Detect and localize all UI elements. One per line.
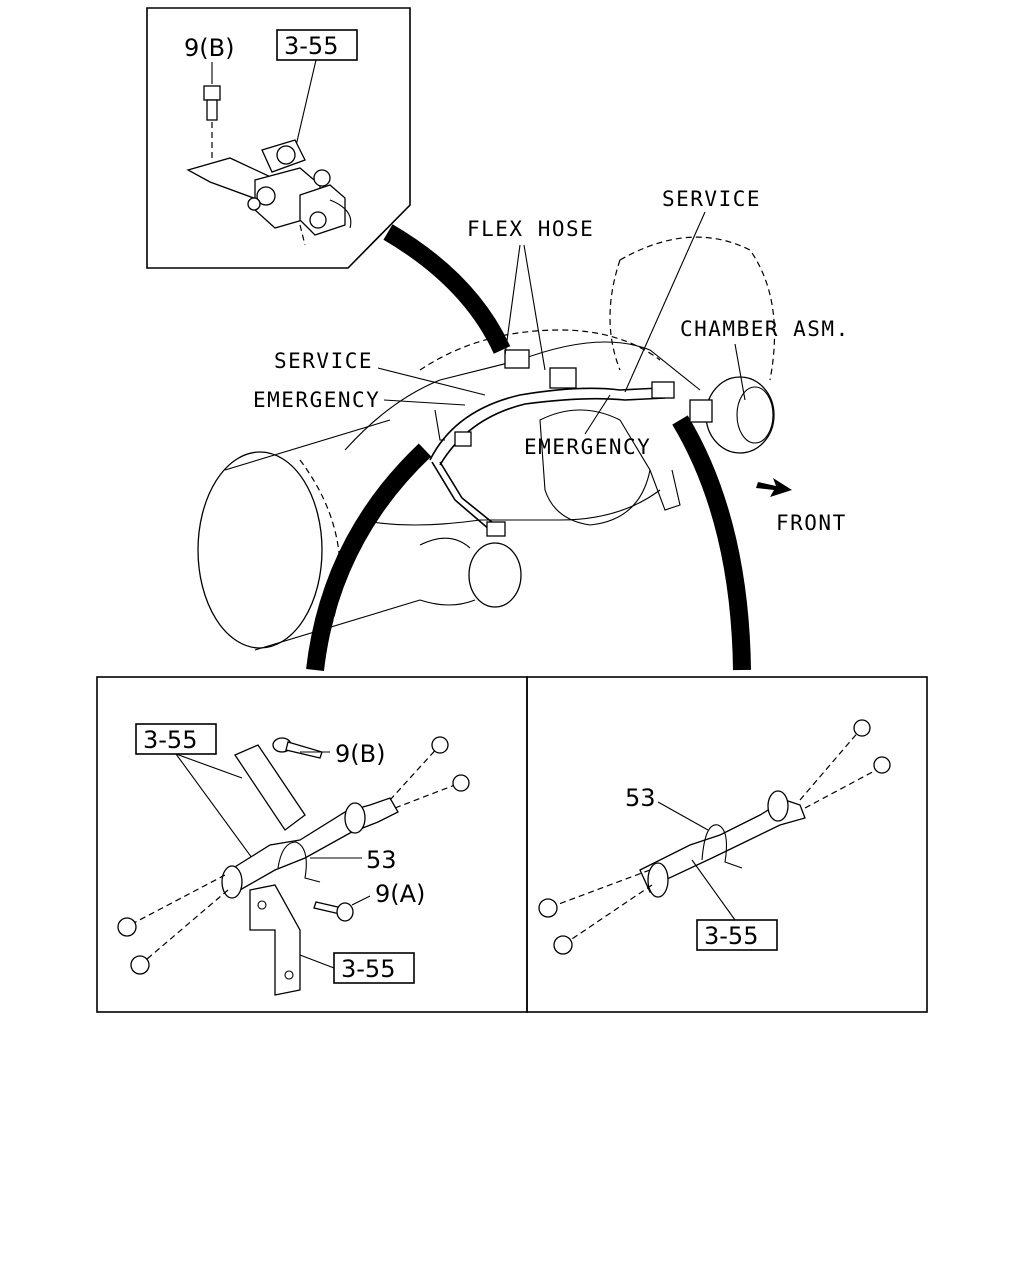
top-inset: 3-55 9(B)	[146, 7, 411, 269]
bl-clip-label: 53	[366, 846, 397, 874]
front-arrow-icon	[756, 478, 792, 497]
bottom-left-inset: 3-55 9(B) 53 9(A)	[117, 723, 470, 996]
callout-arc-left	[306, 443, 432, 672]
top-ref-text: 3-55	[284, 32, 338, 60]
top-bolt-label: 9(B)	[184, 34, 234, 62]
relay-valve	[549, 367, 577, 389]
hose-nut-icon	[431, 736, 449, 754]
bl-ref-text-top: 3-55	[143, 726, 197, 754]
bl-bolt-a-label: 9(A)	[375, 880, 425, 908]
differential	[539, 409, 651, 526]
lower-hose	[431, 461, 491, 531]
hose-nut-icon	[117, 917, 137, 937]
label-emergency-mid: EMERGENCY	[524, 435, 651, 459]
callout-arc-right	[672, 415, 751, 671]
main-labels: FLEX HOSE SERVICE CHAMBER ASM. SERVICE E…	[253, 187, 850, 535]
bottom-right-inset: 53 3-55	[538, 719, 891, 955]
flex-hose-fitting	[504, 349, 530, 369]
label-service-top: SERVICE	[662, 187, 761, 211]
br-ref-text: 3-55	[704, 922, 758, 950]
bolt-icon	[203, 85, 221, 158]
br-ref-box	[696, 919, 778, 951]
label-flex-hose: FLEX HOSE	[467, 217, 594, 241]
bl-ref-text-bottom: 3-55	[341, 955, 395, 983]
lower-bracket	[249, 884, 301, 996]
bolt-a-icon	[313, 901, 354, 922]
hose-nut-icon	[452, 774, 470, 792]
br-clip	[701, 824, 743, 869]
bl-bolt-b-label: 9(B)	[335, 740, 385, 768]
label-front: FRONT	[776, 511, 847, 535]
hose-nut-icon	[853, 719, 871, 737]
top-ref-leader	[294, 59, 317, 151]
bl-hose-sleeve	[229, 797, 399, 891]
left-brake-chamber	[468, 542, 522, 608]
hose-nut-icon	[553, 935, 573, 955]
top-ref-box	[276, 29, 358, 61]
right-brake-chamber	[705, 376, 775, 454]
hose-nut-icon	[873, 756, 891, 774]
br-clip-label: 53	[625, 784, 656, 812]
left-brake-drum	[197, 451, 323, 649]
top-inset-frame	[146, 7, 411, 269]
hose-nut-icon	[130, 955, 150, 975]
bottom-right-inset-frame	[526, 676, 928, 1013]
hose-nut-icon	[538, 898, 558, 918]
emergency-line	[429, 387, 661, 461]
label-chamber-asm: CHAMBER ASM.	[680, 317, 850, 341]
label-service-left: SERVICE	[274, 349, 373, 373]
bolt-b-icon	[272, 737, 323, 759]
label-emergency-left: EMERGENCY	[253, 388, 380, 412]
bl-clip	[277, 841, 321, 883]
valve-assembly-icon	[186, 139, 352, 246]
axle-assembly	[197, 236, 776, 651]
callout-arc-top	[383, 224, 511, 354]
bl-ref-box-bottom	[333, 952, 415, 984]
upper-bracket	[234, 744, 306, 831]
